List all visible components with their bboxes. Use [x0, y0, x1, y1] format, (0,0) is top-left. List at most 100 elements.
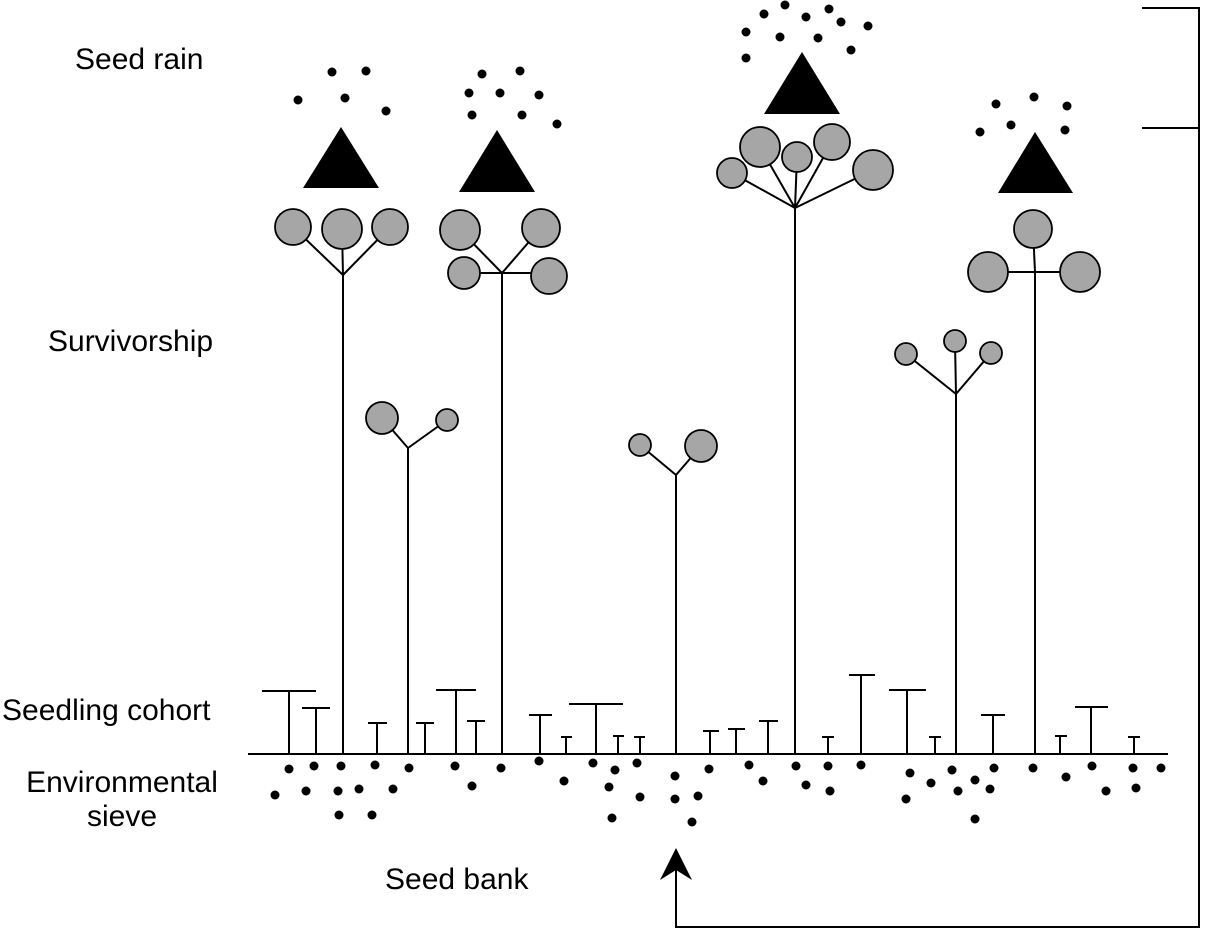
- seed-dot: [610, 765, 620, 775]
- seed-dot: [836, 17, 846, 27]
- leaf-circle: [1013, 209, 1053, 249]
- seed-dot: [953, 786, 963, 796]
- label-seed-bank: Seed bank: [385, 863, 529, 896]
- label-environmental-sieve-line2: sieve: [86, 800, 158, 833]
- leaf-circle: [1059, 251, 1101, 293]
- leaf-circle: [435, 408, 459, 432]
- seed-dot: [635, 792, 645, 802]
- seed-dot: [495, 88, 505, 98]
- leaf-circles-group: [274, 123, 1101, 463]
- seed-dot: [758, 776, 768, 786]
- leaf-circle: [371, 208, 409, 246]
- leaf-circle: [967, 251, 1009, 293]
- leaf-circle: [739, 126, 781, 168]
- label-environmental-sieve-line1: Environmental: [26, 766, 218, 799]
- seed-dot: [1131, 783, 1141, 793]
- leaf-circle: [684, 429, 718, 463]
- leaf-circle: [321, 208, 363, 250]
- leaf-circle: [943, 329, 967, 353]
- seed-dot: [1062, 101, 1072, 111]
- seed-dot: [901, 794, 911, 804]
- seed-dot: [1087, 761, 1097, 771]
- seed-dot: [1156, 763, 1166, 773]
- seed-dot: [687, 817, 697, 827]
- seed-dot: [670, 771, 680, 781]
- seed-dot: [604, 782, 614, 792]
- seed-dot: [970, 775, 980, 785]
- seed-dot: [670, 794, 680, 804]
- seed-dot: [846, 45, 856, 55]
- seed-dot: [693, 791, 703, 801]
- leaf-circle: [521, 208, 561, 248]
- seed-dot: [1061, 772, 1071, 782]
- seed-dot: [361, 66, 371, 76]
- label-environmental-sieve: Environmental sieve: [16, 766, 228, 834]
- seed-dot: [496, 763, 506, 773]
- seed-dot: [464, 88, 474, 98]
- seedling-cohort-group: [262, 674, 1140, 754]
- seed-dot: [1128, 763, 1138, 773]
- seed-dot: [780, 0, 790, 10]
- feedback-arrow-line: [675, 128, 1200, 928]
- leaf-circle: [439, 209, 481, 251]
- seed-dot: [1029, 92, 1039, 102]
- leaf-circle: [274, 208, 312, 246]
- seed-dot: [741, 27, 751, 37]
- seed-dot: [334, 810, 344, 820]
- seed-dot: [270, 790, 280, 800]
- seed-dot: [985, 784, 995, 794]
- label-survivorship: Survivorship: [48, 325, 214, 358]
- flower-triangle: [764, 52, 840, 114]
- seed-dot: [1028, 763, 1038, 773]
- seed-dot: [293, 95, 303, 105]
- leaf-circle: [852, 149, 894, 191]
- seed-dot: [467, 110, 477, 120]
- seed-dot: [632, 758, 642, 768]
- seed-dot: [336, 761, 346, 771]
- seed-dot: [388, 784, 398, 794]
- flower-triangle: [459, 130, 535, 192]
- seed-dot: [588, 758, 598, 768]
- feedback-arrowhead: [660, 848, 692, 880]
- seed-dot: [823, 761, 833, 771]
- seed-dot: [367, 810, 377, 820]
- seed-dot: [340, 93, 350, 103]
- seed-dot: [450, 761, 460, 771]
- seed-dot: [284, 764, 294, 774]
- seed-dot: [825, 786, 835, 796]
- seed-dot: [517, 110, 527, 120]
- seed-dot: [515, 66, 525, 76]
- seed-dot: [975, 127, 985, 137]
- seed-dot: [370, 760, 380, 770]
- seed-dot: [813, 33, 823, 43]
- leaf-circle: [813, 123, 851, 161]
- seed-dot: [926, 778, 936, 788]
- leaf-circle: [894, 342, 918, 366]
- seeds-group: [270, 0, 1166, 827]
- seed-dot: [991, 99, 1001, 109]
- seed-dot: [477, 69, 487, 79]
- seed-dot: [301, 786, 311, 796]
- seed-dot: [309, 761, 319, 771]
- seed-dot: [801, 780, 811, 790]
- seed-dot: [607, 813, 617, 823]
- seed-dot: [856, 760, 866, 770]
- feedback-loop-group: [660, 7, 1200, 928]
- seed-dot: [989, 763, 999, 773]
- seed-dot: [744, 760, 754, 770]
- seed-rain-bracket: [1142, 7, 1200, 129]
- flower-triangle: [303, 127, 379, 188]
- seed-dot: [1060, 125, 1070, 135]
- seed-dot: [970, 814, 980, 824]
- label-seed-rain: Seed rain: [75, 43, 204, 76]
- seed-dot: [404, 763, 414, 773]
- leaf-circle: [716, 157, 748, 189]
- seed-dot: [333, 786, 343, 796]
- seed-dot: [534, 756, 544, 766]
- seed-dot: [1101, 786, 1111, 796]
- leaf-circle: [979, 341, 1003, 365]
- label-seedling-cohort: Seedling cohort: [2, 694, 211, 727]
- seed-dot: [905, 768, 915, 778]
- leaf-circle: [530, 257, 568, 295]
